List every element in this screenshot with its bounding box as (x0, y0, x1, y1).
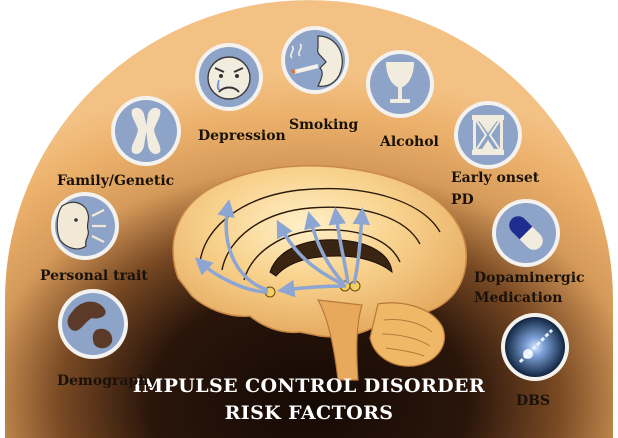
smoking-face-icon (290, 35, 343, 87)
icon-family-genetic (111, 96, 181, 166)
dopamine-pathway-arrows (194, 199, 371, 298)
icon-dbs (501, 313, 569, 381)
label-depression: Depression (198, 128, 286, 144)
icon-alcohol (366, 50, 434, 118)
label-dbs: DBS (516, 393, 551, 409)
label-dopaminergic-medication-line1: Dopaminergic (474, 270, 585, 286)
pill-capsule-icon (509, 216, 543, 250)
chromosome-icon (131, 107, 161, 154)
label-family-genetic: Family/Genetic (57, 173, 175, 189)
icon-demography (58, 289, 128, 359)
icon-early-onset-pd (454, 101, 522, 169)
brain-illustration (172, 165, 468, 381)
icon-smoking (281, 26, 349, 94)
brain-stem (316, 299, 363, 381)
label-early-onset-pd-line2: PD (451, 192, 474, 208)
diagram-title-line2: RISK FACTORS (225, 402, 394, 424)
diagram-title-line1: IMPULSE CONTROL DISORDER (133, 375, 485, 397)
hourglass-icon (472, 115, 504, 155)
label-early-onset-pd-line1: Early onset (451, 170, 540, 186)
corpus-callosum (269, 239, 393, 277)
wine-glass-icon (386, 62, 414, 103)
icon-depression (195, 43, 263, 111)
label-smoking: Smoking (289, 117, 359, 133)
face-profile-icon (56, 201, 106, 250)
label-personal-trait: Personal trait (40, 268, 148, 284)
brain-cerebellum (369, 302, 446, 367)
icon-dopaminergic-medication (492, 199, 560, 267)
label-alcohol: Alcohol (380, 134, 439, 150)
electrode-probe-icon (518, 328, 554, 364)
label-dopaminergic-medication: Dopaminergic Medication (474, 270, 585, 306)
globe-icon (67, 301, 113, 349)
icon-personal-trait (51, 192, 119, 260)
label-demography: Demography (57, 373, 157, 389)
label-dopaminergic-medication-line2: Medication (474, 290, 563, 306)
label-early-onset-pd: Early onset PD (451, 170, 539, 208)
sad-face-icon (207, 56, 251, 100)
